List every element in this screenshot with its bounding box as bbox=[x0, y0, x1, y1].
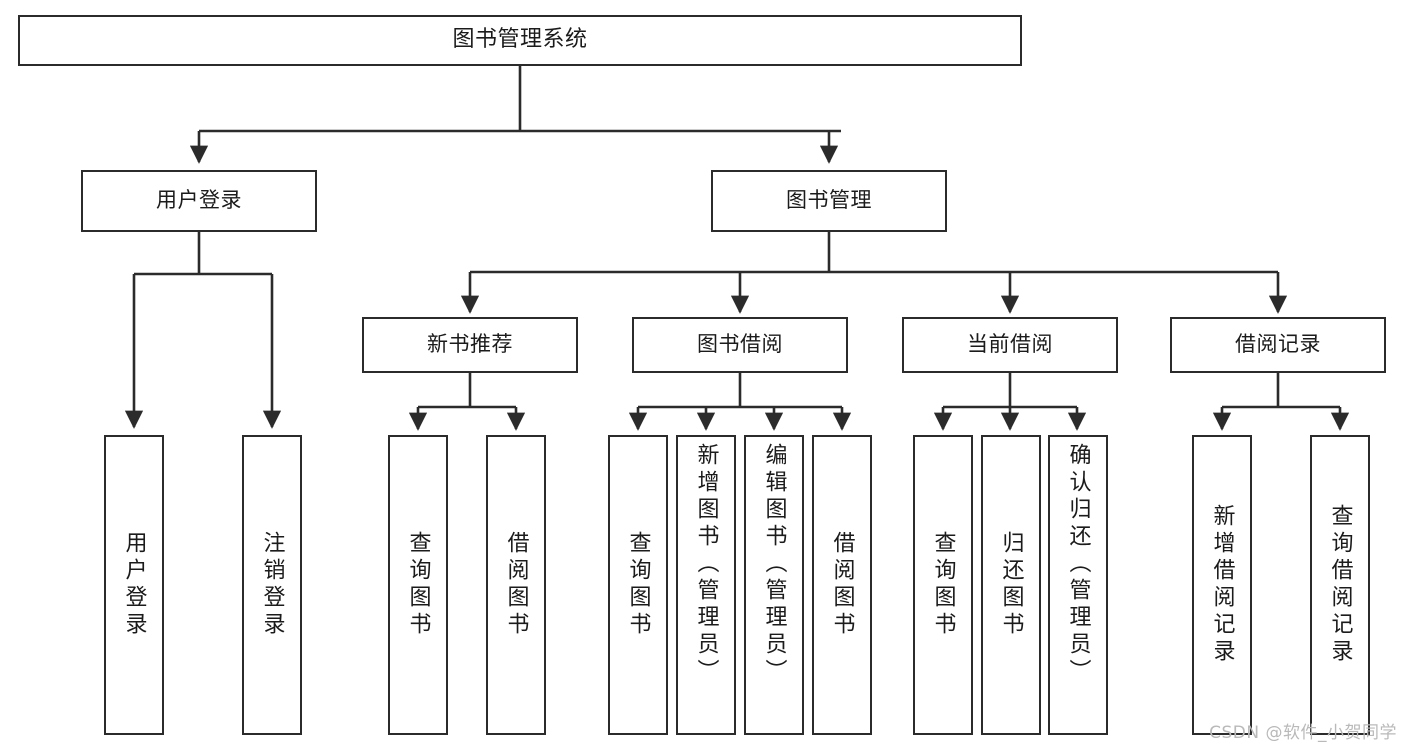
leaf-record-query-borrow-record[interactable]: 查询借阅记录 bbox=[1310, 435, 1370, 735]
node-label: 借阅记录 bbox=[1235, 332, 1321, 357]
leaf-record-add-borrow-record[interactable]: 新增借阅记录 bbox=[1192, 435, 1252, 735]
leaf-borrow-query-books[interactable]: 查询图书 bbox=[608, 435, 668, 735]
leaf-current-confirm-return-admin[interactable]: 确认归还（管理员） bbox=[1048, 435, 1108, 735]
node-label: 用户登录 bbox=[121, 531, 147, 639]
leaf-new-book-query-books[interactable]: 查询图书 bbox=[388, 435, 448, 735]
node-label: 图书管理 bbox=[786, 188, 872, 213]
node-label: 确认归还（管理员） bbox=[1065, 443, 1091, 686]
leaf-current-return-books[interactable]: 归还图书 bbox=[981, 435, 1041, 735]
node-book-borrowing[interactable]: 图书借阅 bbox=[632, 317, 848, 373]
node-current-borrowing[interactable]: 当前借阅 bbox=[902, 317, 1118, 373]
node-borrowing-record[interactable]: 借阅记录 bbox=[1170, 317, 1386, 373]
node-label: 归还图书 bbox=[998, 531, 1024, 639]
node-label: 新书推荐 bbox=[427, 332, 513, 357]
node-label: 查询图书 bbox=[405, 531, 431, 639]
node-label: 查询图书 bbox=[625, 531, 651, 639]
leaf-borrow-add-book-admin[interactable]: 新增图书（管理员） bbox=[676, 435, 736, 735]
node-label: 新增图书（管理员） bbox=[693, 443, 719, 686]
leaf-borrow-edit-book-admin[interactable]: 编辑图书（管理员） bbox=[744, 435, 804, 735]
node-label: 图书借阅 bbox=[697, 332, 783, 357]
node-label: 新增借阅记录 bbox=[1209, 504, 1235, 666]
node-label: 编辑图书（管理员） bbox=[761, 443, 787, 686]
node-label: 图书管理系统 bbox=[452, 27, 588, 53]
csdn-watermark: CSDN @软件_小贺同学 bbox=[1209, 723, 1397, 743]
node-label: 用户登录 bbox=[156, 188, 242, 213]
leaf-user-login[interactable]: 用户登录 bbox=[104, 435, 164, 735]
leaf-borrow-borrow-books[interactable]: 借阅图书 bbox=[812, 435, 872, 735]
node-book-management[interactable]: 图书管理 bbox=[711, 170, 947, 232]
node-new-book-recommendation[interactable]: 新书推荐 bbox=[362, 317, 578, 373]
node-label: 注销登录 bbox=[259, 531, 285, 639]
node-label: 借阅图书 bbox=[503, 531, 529, 639]
node-label: 查询借阅记录 bbox=[1327, 504, 1353, 666]
node-label: 当前借阅 bbox=[967, 332, 1053, 357]
leaf-logout[interactable]: 注销登录 bbox=[242, 435, 302, 735]
node-label: 查询图书 bbox=[930, 531, 956, 639]
node-user-login[interactable]: 用户登录 bbox=[81, 170, 317, 232]
node-label: 借阅图书 bbox=[829, 531, 855, 639]
node-root-library-management-system[interactable]: 图书管理系统 bbox=[18, 15, 1022, 66]
leaf-new-book-borrow-books[interactable]: 借阅图书 bbox=[486, 435, 546, 735]
leaf-current-query-books[interactable]: 查询图书 bbox=[913, 435, 973, 735]
